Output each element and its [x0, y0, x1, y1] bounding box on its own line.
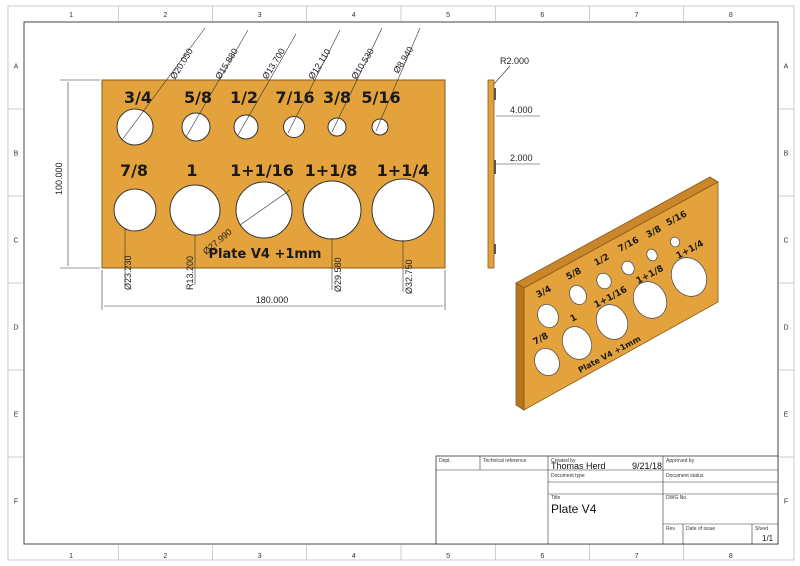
column-label: 5 [446, 12, 450, 19]
dim-d1: Ø20.050 [168, 46, 195, 81]
tb-created-by: Thomas Herd [551, 461, 606, 471]
plate-label: Plate V4 +1mm [209, 247, 322, 262]
column-label: 8 [729, 12, 733, 19]
tb-issue-label: Date of issue [686, 526, 715, 532]
hole-1-1-16 [235, 181, 293, 239]
column-label: 3 [258, 553, 262, 560]
tb-date: 9/21/18 [632, 461, 662, 471]
tb-dwgno-label: DWG No. [666, 495, 687, 501]
frac-label: 5/16 [361, 88, 400, 107]
dim-side-bottom: 2.000 [510, 153, 533, 163]
column-label: 2 [163, 12, 167, 19]
dim-d5: Ø10.530 [349, 46, 376, 81]
frac-label: 7/16 [275, 88, 314, 107]
tb-title: Plate V4 [551, 502, 597, 516]
dim-d4: Ø12.110 [306, 47, 332, 81]
tb-techref-label: Technical reference [483, 458, 527, 464]
column-label: 8 [729, 553, 733, 560]
title-block: Dept. Technical reference Created by Tho… [435, 455, 779, 545]
tb-docstatus-label: Document status [666, 473, 704, 479]
row-label: C [783, 238, 788, 245]
row-label: C [13, 238, 18, 245]
frac-label: 3/8 [323, 88, 351, 107]
width-dimension [101, 270, 446, 310]
hole-3-8 [327, 117, 347, 137]
column-label: 4 [352, 553, 356, 560]
frac-label: 1 [186, 161, 197, 180]
hole-7-16 [283, 116, 305, 138]
iso-frac: 1 [569, 313, 579, 325]
dim-right1: Ø29.580 [333, 257, 343, 292]
height-dimension [60, 79, 100, 269]
hole-1 [169, 184, 221, 236]
row-label: B [784, 151, 789, 158]
dim-width: 180.000 [256, 295, 289, 305]
side-feature [494, 88, 496, 100]
hole-1-2 [233, 114, 259, 140]
column-label: 2 [163, 553, 167, 560]
hole-3-4 [116, 108, 154, 146]
frac-label: 1/2 [230, 88, 258, 107]
column-label: 7 [635, 553, 639, 560]
dim-d6: Ø8.940 [391, 45, 415, 75]
row-label: D [783, 325, 788, 332]
tb-approvedby-label: Approved by [666, 458, 695, 464]
hole-7-8 [113, 188, 157, 232]
tb-sheet-label: Sheet [755, 526, 769, 532]
side-feature [494, 160, 496, 174]
column-label: 6 [540, 553, 544, 560]
tb-dept-label: Dept. [439, 458, 451, 464]
frac-label: 7/8 [120, 161, 148, 180]
column-labels: 1 1 2 2 3 3 4 4 5 5 6 6 7 7 8 8 [69, 6, 733, 560]
column-label: 7 [635, 12, 639, 19]
row-label: E [14, 412, 19, 419]
tb-title-label: Title [551, 495, 560, 501]
dim-left: Ø23.230 [123, 255, 133, 290]
tb-createdby-label: Created by [551, 458, 576, 464]
diameter-leaders [121, 27, 421, 292]
frac-label: 1+1/8 [305, 161, 358, 180]
dim-d2: Ø15.880 [213, 46, 240, 81]
column-label: 6 [540, 12, 544, 19]
side-leaders [493, 65, 540, 165]
row-label: F [784, 499, 788, 506]
dim-height: 100.000 [54, 162, 64, 195]
dim-right2: Ø32.750 [404, 259, 414, 294]
frac-label: 5/8 [184, 88, 212, 107]
iso-view: 3/4 5/8 1/2 7/16 3/8 5/16 7/8 1 1+1/16 1… [515, 176, 719, 411]
iso-side-edge [515, 282, 525, 411]
row-labels: A A B B C C D D E E F F [8, 64, 794, 506]
hole-5-8 [181, 112, 211, 142]
row-label: D [13, 325, 18, 332]
hole-1-1-8 [302, 180, 362, 240]
side-feature [494, 244, 496, 254]
row-label: A [14, 64, 19, 71]
front-view: 3/4 5/8 1/2 7/16 3/8 5/16 7/8 1 1+1/16 1… [54, 27, 446, 310]
column-label: 4 [352, 12, 356, 19]
frac-label: 1+1/16 [230, 161, 294, 180]
tb-rev-label: Rev. [666, 526, 676, 532]
dim-d3: Ø13.700 [260, 46, 287, 81]
frac-label: 3/4 [124, 88, 152, 107]
side-plate [487, 79, 495, 269]
dim-radius: R13.200 [185, 256, 195, 290]
dim-side-radius: R2.000 [500, 56, 529, 66]
tb-doctype-label: Document type [551, 473, 585, 479]
row-label: A [784, 64, 789, 71]
hole-1-1-4 [371, 178, 435, 242]
frac-label: 1+1/4 [377, 161, 430, 180]
row-label: E [784, 412, 789, 419]
side-view: R2.000 4.000 2.000 [487, 56, 540, 269]
column-label: 1 [69, 12, 73, 19]
row-label: F [14, 499, 18, 506]
column-label: 5 [446, 553, 450, 560]
tb-sheet: 1/1 [762, 534, 774, 543]
column-label: 3 [258, 12, 262, 19]
column-label: 1 [69, 553, 73, 560]
iso-holes [534, 236, 708, 376]
row-label: B [14, 151, 19, 158]
dim-side-top: 4.000 [510, 105, 533, 115]
